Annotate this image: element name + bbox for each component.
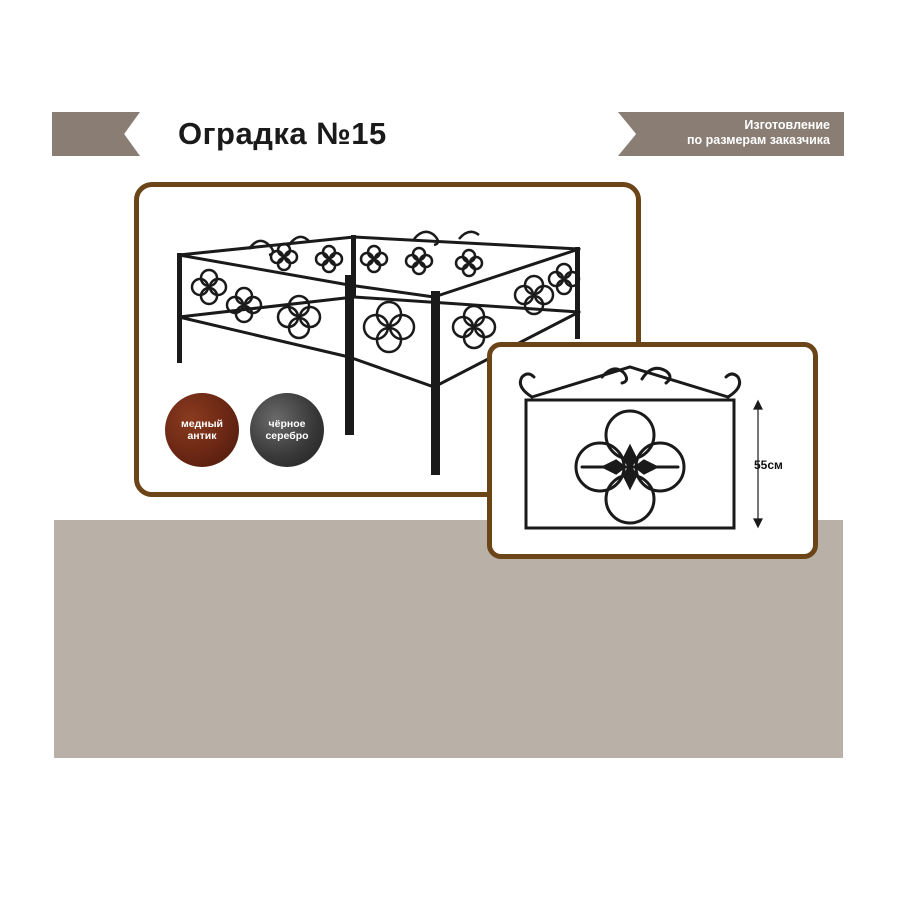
swatch-silver-line-2: серебро [265, 430, 309, 442]
badge-line-1: Изготовление [744, 118, 830, 132]
swatch-copper-line-2: антик [187, 430, 217, 442]
custom-size-badge: Изготовление по размерам заказчика [618, 112, 844, 156]
swatch-silver-line-1: чёрное [268, 418, 306, 430]
swatch-copper-antique: медный антик [165, 393, 239, 467]
detail-frame: 55см [487, 342, 818, 559]
page-title: Оградка №15 [178, 116, 387, 151]
badge-line-2: по размерам заказчика [686, 133, 830, 147]
swatch-copper-line-1: медный [180, 418, 224, 430]
height-dimension-label: 55см [754, 458, 783, 472]
bottom-panel [54, 520, 843, 758]
swatch-black-silver: чёрное серебро [250, 393, 324, 467]
ribbon-left [52, 112, 140, 156]
fence-illustration [177, 230, 581, 475]
panel-detail-illustration [518, 365, 763, 530]
